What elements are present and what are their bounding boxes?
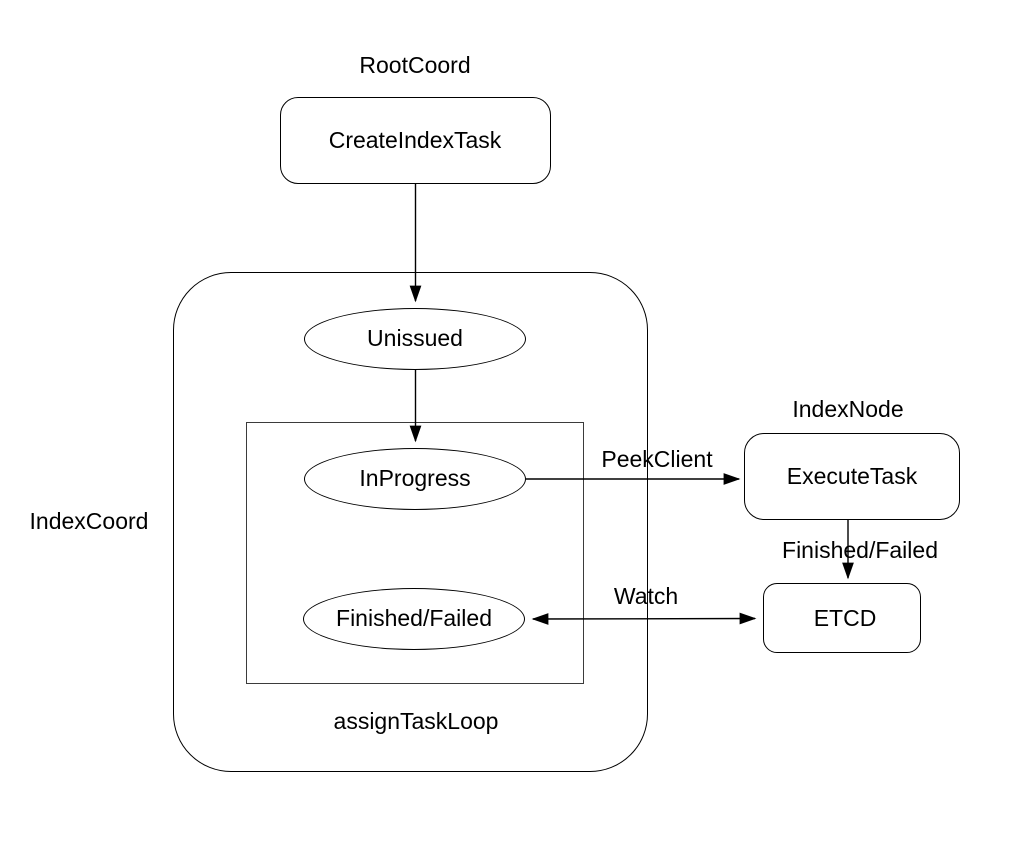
peek-client-edge-label: PeekClient xyxy=(601,446,713,473)
create-index-task-node xyxy=(280,97,551,184)
finished-failed-edge-label: Finished/Failed xyxy=(782,537,938,564)
assign-task-loop-label: assignTaskLoop xyxy=(333,708,499,735)
finished-failed-state-node xyxy=(303,588,525,650)
unissued-state-node xyxy=(304,308,526,370)
root-coord-group-label: RootCoord xyxy=(359,52,471,79)
execute-task-node xyxy=(744,433,960,520)
index-coord-group-label: IndexCoord xyxy=(29,508,149,535)
in-progress-state-label: InProgress xyxy=(359,465,471,492)
in-progress-state-node xyxy=(304,448,526,510)
execute-task-label: ExecuteTask xyxy=(786,463,918,490)
create-index-task-label: CreateIndexTask xyxy=(328,127,502,154)
index-coord-container xyxy=(173,272,648,772)
index-node-group-label: IndexNode xyxy=(792,396,904,423)
watch-edge-label: Watch xyxy=(613,583,679,610)
unissued-state-label: Unissued xyxy=(367,325,463,352)
etcd-node xyxy=(763,583,921,653)
finished-failed-state-label: Finished/Failed xyxy=(336,605,492,632)
etcd-label: ETCD xyxy=(813,605,877,632)
